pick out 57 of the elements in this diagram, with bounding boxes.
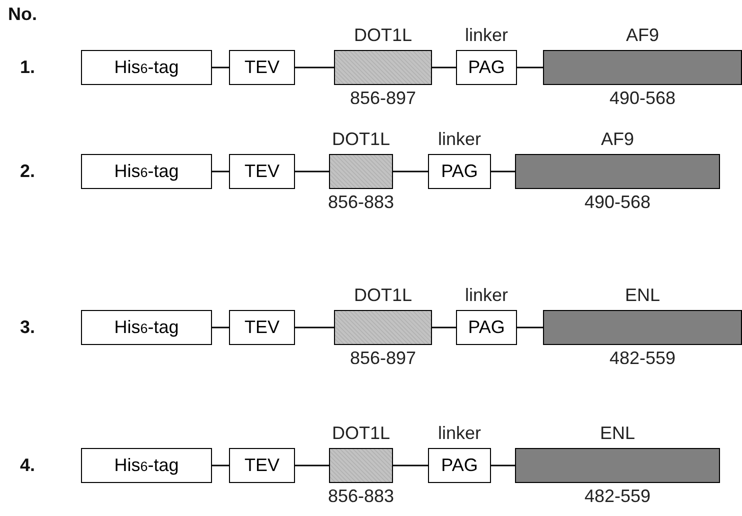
domain-heading: linker <box>438 129 481 150</box>
linker-line <box>491 170 515 172</box>
cleavage-site-box <box>229 154 295 189</box>
domain-heading: linker <box>438 423 481 444</box>
linker-line <box>393 464 428 466</box>
cleavage-site-box <box>229 448 295 483</box>
linker-line <box>295 464 329 466</box>
tag-box <box>81 310 212 345</box>
linker-line <box>295 326 334 328</box>
box-label: TEV <box>244 317 280 338</box>
tag-box <box>81 50 212 85</box>
domain-heading: AF9 <box>626 25 659 46</box>
tag-box <box>81 448 212 483</box>
construct-number: 4. <box>20 455 36 476</box>
residue-range: 490-568 <box>584 192 651 213</box>
construct-number: 3. <box>20 317 36 338</box>
linker-line <box>432 66 456 68</box>
box-label: TEV <box>244 57 280 78</box>
linker-line <box>295 170 329 172</box>
tag-box <box>81 154 212 189</box>
cleavage-site-box <box>229 50 295 85</box>
residue-range: 482-559 <box>609 348 676 369</box>
domain-heading: linker <box>464 25 508 46</box>
domain-heading: DOT1L <box>332 423 390 444</box>
construct-number: 2. <box>20 161 36 182</box>
residue-range: 856-883 <box>328 192 394 213</box>
linker-line <box>212 464 229 466</box>
box-label: TEV <box>244 455 280 476</box>
box-label: PAG <box>441 455 478 476</box>
box-label: PAG <box>441 161 478 182</box>
box-label: PAG <box>468 57 505 78</box>
linker-line <box>517 326 543 328</box>
linker-line <box>212 170 229 172</box>
box-label: PAG <box>468 317 505 338</box>
domain-heading: DOT1L <box>332 129 390 150</box>
domain-heading: ENL <box>600 423 635 444</box>
domain-heading: DOT1L <box>354 25 412 46</box>
residue-range: 856-897 <box>350 88 416 109</box>
residue-range: 490-568 <box>609 88 676 109</box>
linker-line <box>212 66 229 68</box>
domain-heading: linker <box>464 285 508 306</box>
cleavage-site-box <box>229 310 295 345</box>
residue-range: 482-559 <box>584 486 651 507</box>
residue-range: 856-897 <box>350 348 416 369</box>
linker-line <box>393 170 428 172</box>
residue-range: 856-883 <box>328 486 394 507</box>
domain-heading: AF9 <box>600 129 634 150</box>
linker-line <box>517 66 543 68</box>
linker-line <box>491 464 515 466</box>
linker-line <box>295 66 334 68</box>
linker-line <box>212 326 229 328</box>
domain-heading: ENL <box>624 285 660 306</box>
construct-number: 1. <box>20 57 36 78</box>
linker-line <box>432 326 456 328</box>
domain-heading: DOT1L <box>354 285 412 306</box>
column-heading: No. <box>8 4 37 25</box>
box-label: TEV <box>244 161 280 182</box>
